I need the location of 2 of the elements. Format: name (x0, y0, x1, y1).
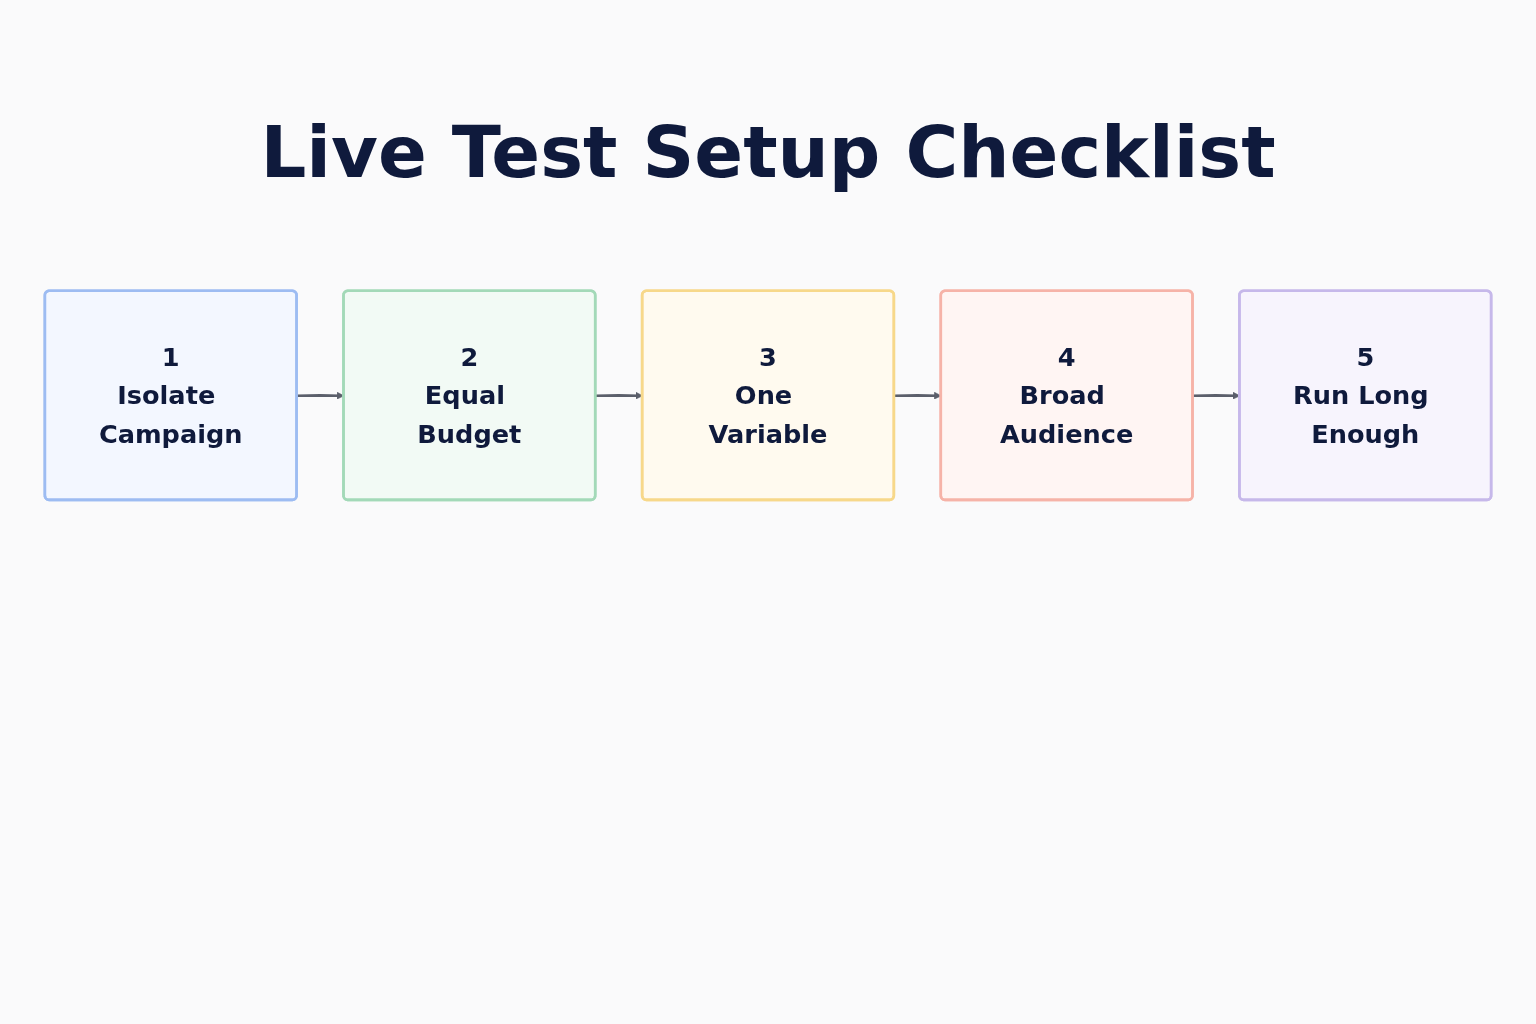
arrow (595, 391, 643, 400)
title: Live Test Setup Checklist (260, 110, 1276, 194)
